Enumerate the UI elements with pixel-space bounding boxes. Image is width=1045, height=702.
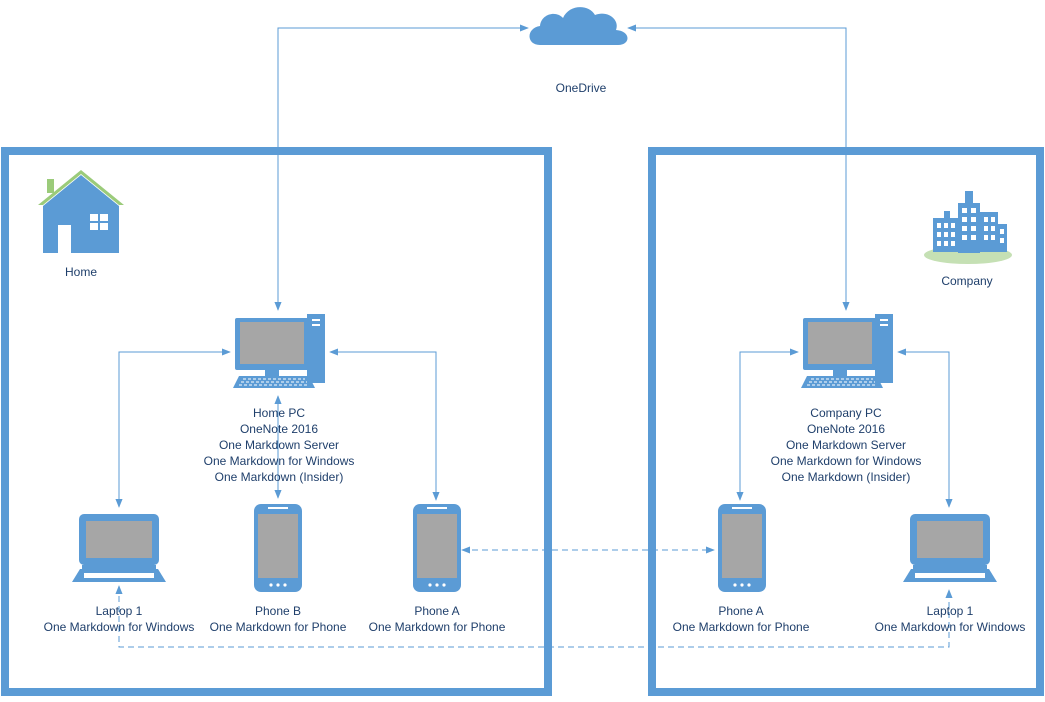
home-laptop-icon — [72, 514, 166, 582]
laptop-sync-link — [115, 585, 953, 648]
company-pc-icon — [800, 313, 894, 389]
house-icon — [38, 170, 124, 253]
home-pc-to-laptop-link — [115, 348, 231, 508]
company-laptop-icon — [903, 514, 997, 582]
home-phone-b-icon — [254, 504, 302, 592]
buildings-icon — [924, 191, 1012, 264]
cloud-label: OneDrive — [555, 81, 607, 95]
company-pc-to-laptop-link — [897, 348, 953, 508]
home-phone-a-icon — [413, 504, 461, 592]
home-pc-to-phone-a-link — [329, 348, 440, 501]
cloud-icon — [529, 7, 628, 45]
company-pc-to-cloud-link — [627, 24, 850, 311]
company-pc-to-phone-a-link — [736, 348, 799, 501]
home-label: Home — [64, 265, 98, 279]
connectors — [115, 24, 953, 648]
company-phone-a-icon — [718, 504, 766, 592]
home-pc-icon — [232, 313, 326, 389]
home-pc-to-cloud-link — [274, 24, 529, 311]
company-label: Company — [941, 274, 993, 288]
